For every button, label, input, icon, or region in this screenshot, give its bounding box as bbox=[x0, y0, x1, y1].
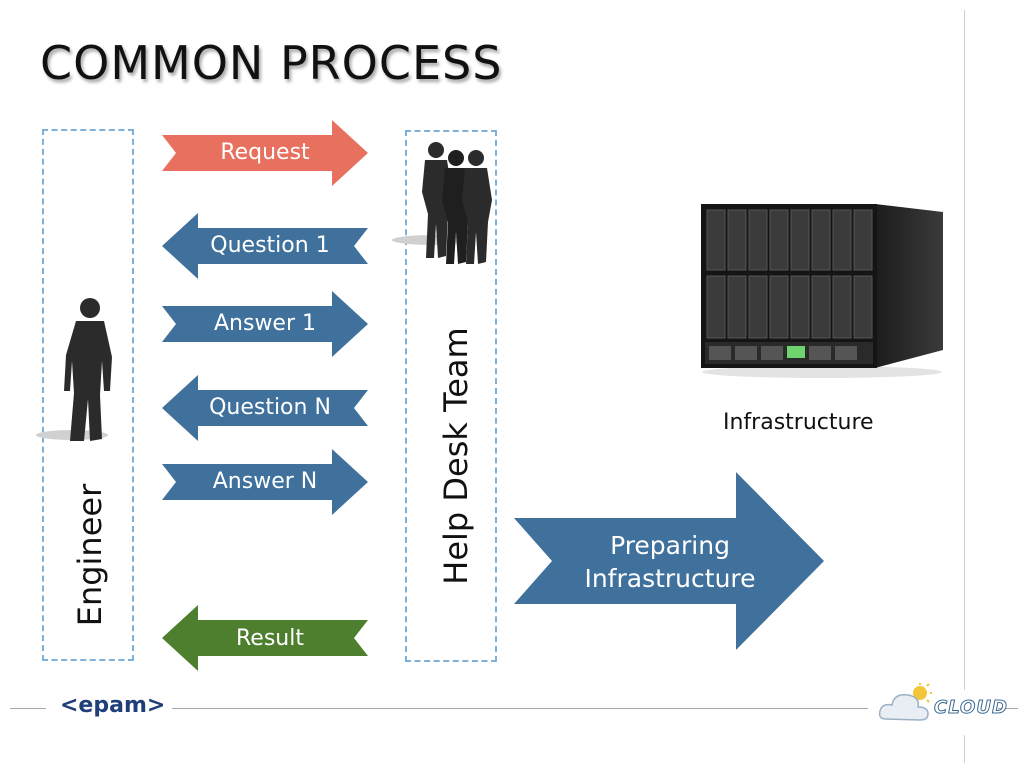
epam-logo: <epam> bbox=[60, 693, 166, 718]
help-desk-lane-label: Help Desk Team bbox=[437, 327, 475, 585]
preparing-line: Preparing bbox=[610, 531, 730, 560]
question-1-arrow bbox=[162, 213, 368, 279]
answer-1-arrow bbox=[162, 291, 368, 357]
preparing-infrastructure-label: Preparing Infrastructure bbox=[550, 529, 790, 595]
result-arrow bbox=[162, 605, 368, 671]
question-n-arrow bbox=[162, 375, 368, 441]
request-label: Request bbox=[220, 140, 310, 165]
question-1-label: Question 1 bbox=[210, 233, 330, 258]
help-desk-lane bbox=[405, 130, 497, 662]
answer-n-arrow bbox=[162, 449, 368, 515]
engineer-lane-label: Engineer bbox=[71, 483, 109, 627]
group-silhouette-icon bbox=[392, 142, 492, 264]
slide-title: COMMON PROCESS bbox=[40, 36, 503, 90]
footer-rule-right bbox=[998, 708, 1018, 709]
engineer-lane bbox=[42, 129, 134, 661]
server-rack-icon bbox=[701, 204, 943, 378]
cloud-logo-text: CLOUD bbox=[934, 697, 1008, 719]
infrastructure-line: Infrastructure bbox=[584, 564, 756, 593]
request-arrow bbox=[162, 120, 368, 186]
footer-rule-middle bbox=[172, 708, 868, 709]
cloud-sun-icon bbox=[878, 683, 932, 721]
result-label: Result bbox=[236, 626, 304, 651]
answer-1-label: Answer 1 bbox=[213, 311, 317, 336]
question-n-label: Question N bbox=[209, 395, 331, 420]
right-divider-bottom bbox=[964, 735, 965, 763]
infrastructure-label: Infrastructure bbox=[723, 410, 874, 435]
answer-n-label: Answer N bbox=[212, 469, 318, 494]
preparing-infrastructure-arrow bbox=[514, 472, 824, 650]
person-silhouette-icon bbox=[36, 298, 112, 441]
footer-rule-left bbox=[10, 708, 46, 709]
right-divider bbox=[964, 10, 965, 690]
